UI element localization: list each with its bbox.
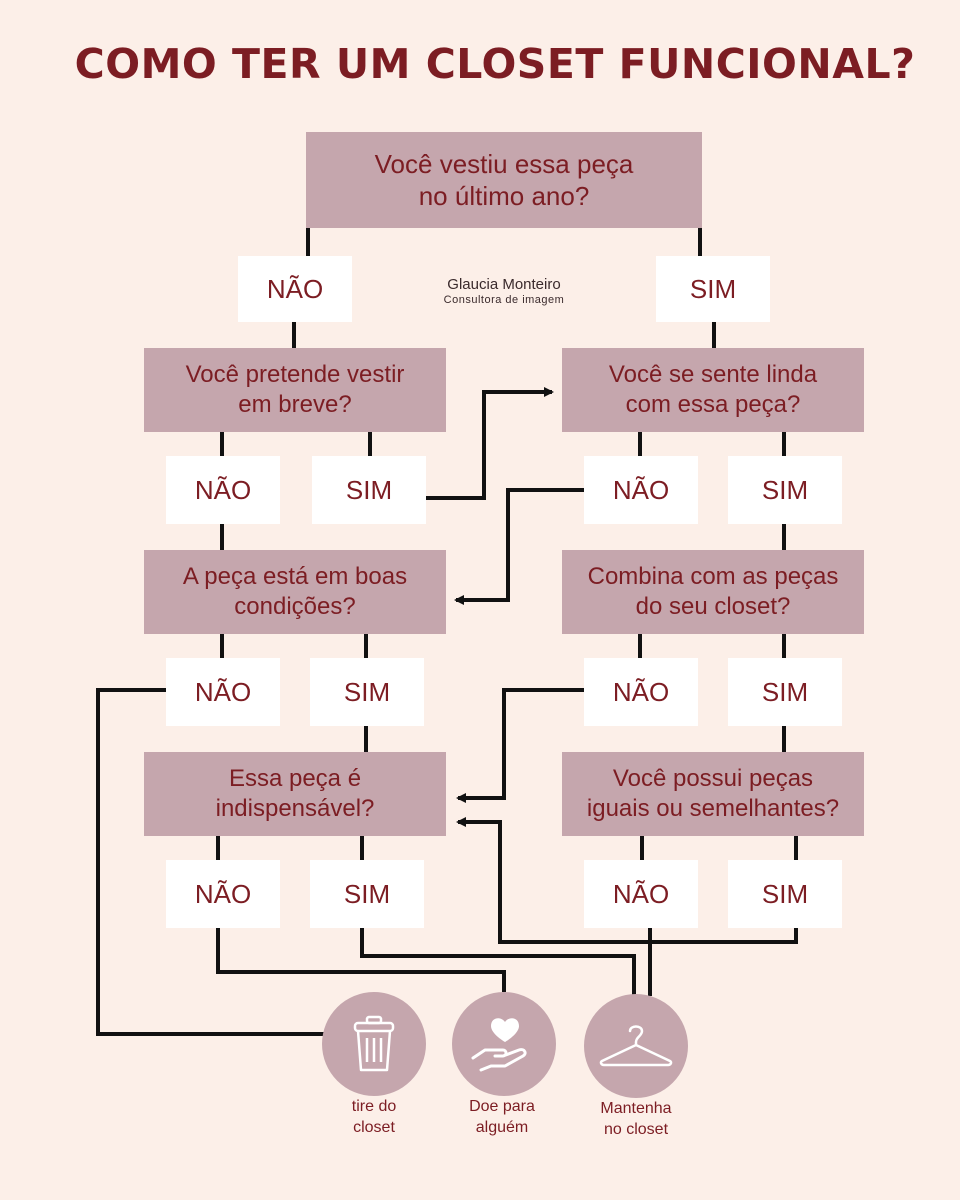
- line-q5-answers: [638, 634, 786, 658]
- answer-q6-yes: SIM: [310, 860, 424, 928]
- brand: Glaucia Monteiro Consultora de imagem: [398, 276, 610, 306]
- answer-q7-yes: SIM: [728, 860, 842, 928]
- line-q3-no-to-q4: [454, 488, 584, 605]
- answer-q1-no: NÃO: [238, 256, 352, 322]
- outcome-discard-label: tire do closet: [351, 1098, 397, 1136]
- answer-q5-no: NÃO: [584, 658, 698, 726]
- line-q3-answers: [638, 432, 786, 456]
- outcome-keep: [584, 994, 688, 1098]
- answer-q7-no: NÃO: [584, 860, 698, 928]
- line-q5-no-to-q6: [456, 688, 584, 803]
- question-feel-beautiful: Você se sente linda com essa peça?: [562, 348, 864, 432]
- question-worn-last-year: Você vestiu essa peça no último ano?: [306, 132, 702, 228]
- brand-name: Glaucia Monteiro: [447, 276, 561, 293]
- line-q1-yes: [698, 228, 716, 348]
- outcome-donate-label: Doe para alguém: [469, 1098, 535, 1136]
- answer-q2-no: NÃO: [166, 456, 280, 524]
- answer-q5-yes: SIM: [728, 658, 842, 726]
- question-similar-pieces: Você possui peças iguais ou semelhantes?: [562, 752, 864, 836]
- line-q7-answers: [640, 836, 798, 860]
- answer-q3-no: NÃO: [584, 456, 698, 524]
- answer-q1-yes: SIM: [656, 256, 770, 322]
- trash-icon: [353, 1015, 395, 1072]
- line-q4-answers: [220, 634, 368, 658]
- answer-q6-no: NÃO: [166, 860, 280, 928]
- question-good-condition: A peça está em boas condições?: [144, 550, 446, 634]
- line-q6-yes-to-keep: [360, 928, 636, 996]
- line-q1-no: [292, 228, 310, 348]
- page-title: COMO TER UM CLOSET FUNCIONAL?: [74, 40, 916, 88]
- question-matches-closet: Combina com as peças do seu closet?: [562, 550, 864, 634]
- line-q2-answers: [220, 432, 372, 456]
- line-q4-no-to-discard: [96, 688, 324, 1036]
- outcome-discard: [322, 992, 426, 1096]
- answer-q3-yes: SIM: [728, 456, 842, 524]
- line-q7-yes-to-q6: [456, 817, 798, 944]
- question-plan-to-wear: Você pretende vestir em breve?: [144, 348, 446, 432]
- outcome-keep-label: Mantenha no closet: [600, 1100, 672, 1138]
- line-q2-yes-to-q3: [426, 387, 554, 500]
- outcome-donate: [452, 992, 556, 1096]
- question-indispensable: Essa peça é indispensável?: [144, 752, 446, 836]
- line-q6-no-to-donate: [216, 928, 506, 992]
- answer-q4-yes: SIM: [310, 658, 424, 726]
- hanger-icon: [599, 1025, 673, 1067]
- line-q6-answers: [216, 836, 364, 860]
- answer-q2-yes: SIM: [312, 456, 426, 524]
- answer-q4-no: NÃO: [166, 658, 280, 726]
- hand-heart-icon: [471, 1018, 527, 1072]
- brand-subtitle: Consultora de imagem: [443, 294, 565, 306]
